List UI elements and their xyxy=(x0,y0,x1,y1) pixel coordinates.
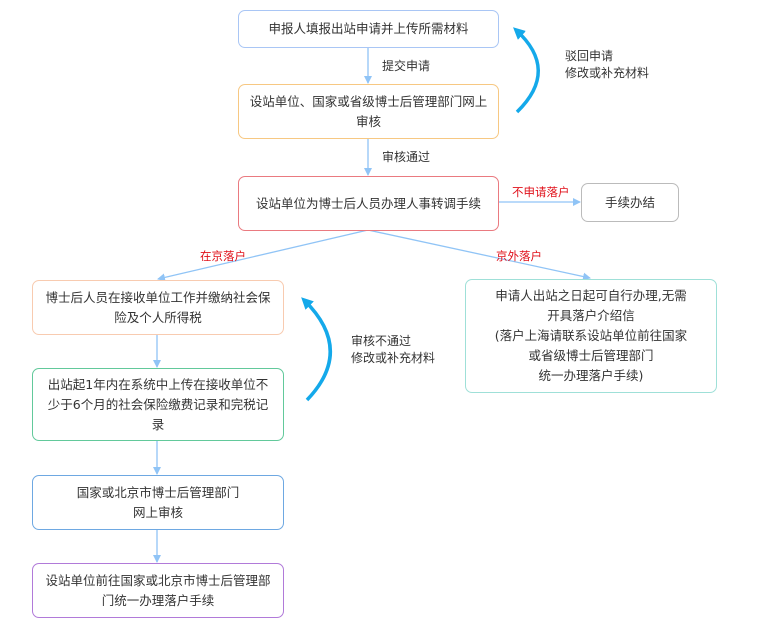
note-line: 审核不通过 xyxy=(351,334,412,348)
step-text: 博士后人员在接收单位工作并缴纳社会保险及个人所得税 xyxy=(45,289,271,325)
edge-label-submit: 提交申请 xyxy=(382,59,431,73)
text-line: 申请人出站之日起可自行办理,无需 xyxy=(495,288,687,303)
arrow-beijing xyxy=(157,229,369,282)
step-submit-application: 申报人填报出站申请并上传所需材料 xyxy=(238,10,499,48)
reject-curve-arrow-beijing xyxy=(301,297,332,402)
step-text: 申报人填报出站申请并上传所需材料 xyxy=(268,21,469,36)
step-work-and-pay-insurance: 博士后人员在接收单位工作并缴纳社会保险及个人所得税 xyxy=(32,280,284,335)
reject-curve-arrow-top xyxy=(513,27,540,114)
note-line: 驳回申请 xyxy=(565,49,614,63)
step-beijing-review: 国家或北京市博士后管理部门网上审核 xyxy=(32,475,284,530)
step-text: 设站单位前往国家或北京市博士后管理部门统一办理落户手续 xyxy=(45,572,271,608)
step-settle-procedure: 设站单位前往国家或北京市博士后管理部门统一办理落户手续 xyxy=(32,563,284,618)
step-text: 出站起1年内在系统中上传在接收单位不少于6个月的社会保险缴费记录和完税记录 xyxy=(47,376,269,432)
note-line: 修改或补充材料 xyxy=(565,66,650,80)
step-done: 手续办结 xyxy=(581,183,679,222)
step-text: 手续办结 xyxy=(604,194,655,210)
reject-note-beijing: 审核不通过 修改或补充材料 xyxy=(351,333,435,367)
note-line: 修改或补充材料 xyxy=(351,351,436,365)
text-line: (落户上海请联系设站单位前往国家 xyxy=(494,328,688,343)
text-line: 或省级博士后管理部门 xyxy=(528,348,654,363)
edge-label-approved: 审核通过 xyxy=(382,150,431,164)
reject-note-top: 驳回申请 修改或补充材料 xyxy=(565,48,649,82)
text-line: 开具落户介绍信 xyxy=(547,308,635,323)
edge-label-outside: 京外落户 xyxy=(496,249,542,263)
step-text: 设站单位、国家或省级博士后管理部门网上审核 xyxy=(249,93,488,129)
text-line: 统一办理落户手续) xyxy=(538,368,644,383)
step-text: 设站单位为博士后人员办理人事转调手续 xyxy=(255,195,481,211)
step-online-review: 设站单位、国家或省级博士后管理部门网上审核 xyxy=(238,84,499,139)
step-outside-beijing: 申请人出站之日起可自行办理,无需 开具落户介绍信 (落户上海请联系设站单位前往国… xyxy=(465,279,717,393)
step-personnel-transfer: 设站单位为博士后人员办理人事转调手续 xyxy=(238,176,499,231)
step-upload-records: 出站起1年内在系统中上传在接收单位不少于6个月的社会保险缴费记录和完税记录 xyxy=(32,368,284,441)
edge-label-no-settle: 不申请落户 xyxy=(512,185,570,199)
edge-label-beijing: 在京落户 xyxy=(200,249,246,263)
step-text: 国家或北京市博士后管理部门网上审核 xyxy=(76,484,240,520)
arrow-outside xyxy=(367,229,591,281)
